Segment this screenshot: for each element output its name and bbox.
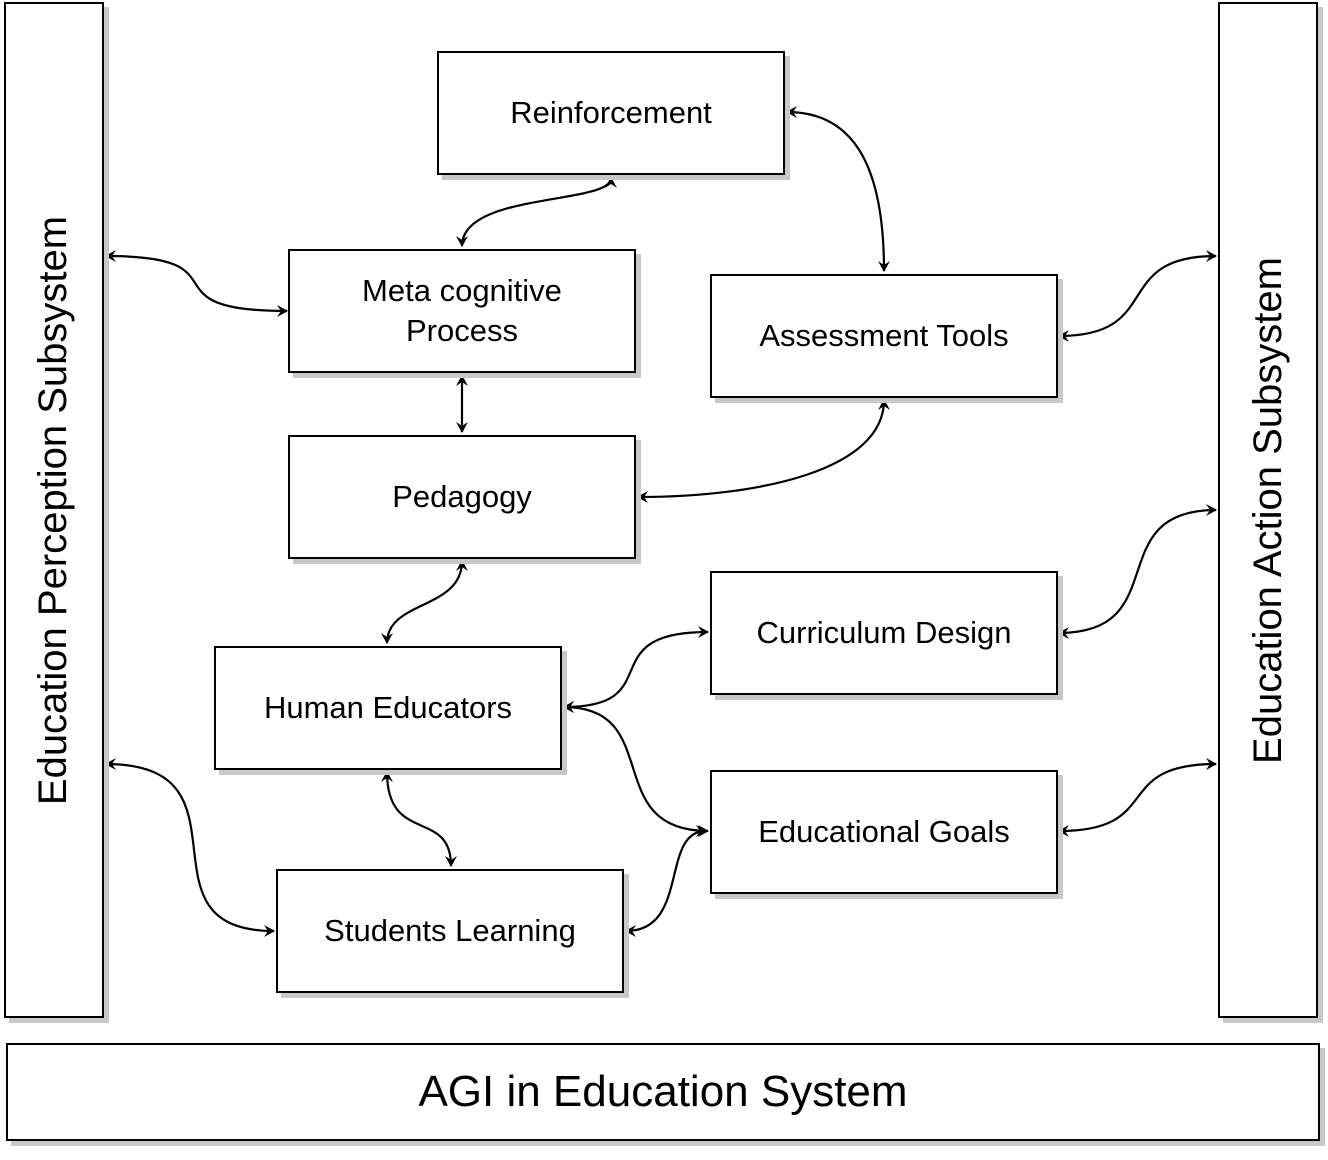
node-reinforcement-label: Reinforcement	[510, 94, 712, 130]
node-human-educators-label: Human Educators	[263, 689, 513, 725]
node-reinforcement: Reinforcement	[437, 51, 785, 175]
node-goals-label: Educational Goals	[758, 813, 1010, 849]
node-metacognitive-label: Meta cognitive Process	[362, 271, 562, 352]
action-subsystem: Education Action Subsystem	[1218, 2, 1318, 1018]
node-pedagogy-label: Pedagogy	[392, 478, 532, 514]
node-curriculum: Curriculum Design	[710, 571, 1058, 695]
edge-perception-metacognitive	[105, 250, 288, 317]
node-assessment: Assessment Tools	[710, 274, 1058, 398]
node-metacognitive-line2: Process	[406, 313, 518, 348]
edge-human-educators-students	[381, 771, 457, 867]
edge-human-educators-goals	[563, 701, 709, 837]
edge-perception-students	[105, 758, 275, 937]
node-assessment-label: Assessment Tools	[759, 317, 1009, 353]
edge-human-educators-curriculum	[563, 626, 709, 713]
edge-pedagogy-human-educators	[381, 560, 468, 644]
edge-reinforcement-metacognitive	[456, 177, 617, 247]
node-students: Students Learning	[276, 869, 624, 993]
node-goals: Educational Goals	[710, 770, 1058, 894]
edge-assessment-action	[1058, 250, 1217, 342]
node-metacognitive: Meta cognitive Process	[288, 249, 636, 373]
edge-students-goals	[625, 825, 707, 937]
edge-goals-action	[1058, 758, 1217, 837]
edge-curriculum-action	[1058, 504, 1217, 639]
node-pedagogy: Pedagogy	[288, 435, 636, 559]
system-label: AGI in Education System	[418, 1067, 908, 1116]
node-human-educators: Human Educators	[214, 646, 562, 770]
perception-subsystem-label: Education Perception Subsystem	[31, 215, 76, 805]
system-bar: AGI in Education System	[6, 1043, 1320, 1141]
node-metacognitive-line1: Meta cognitive	[362, 272, 562, 308]
node-curriculum-label: Curriculum Design	[756, 614, 1012, 650]
edge-reinforcement-assessment	[786, 106, 890, 272]
edge-assessment-pedagogy	[637, 399, 890, 503]
action-subsystem-label: Education Action Subsystem	[1245, 256, 1290, 764]
perception-subsystem: Education Perception Subsystem	[4, 2, 104, 1018]
node-students-label: Students Learning	[324, 912, 576, 948]
